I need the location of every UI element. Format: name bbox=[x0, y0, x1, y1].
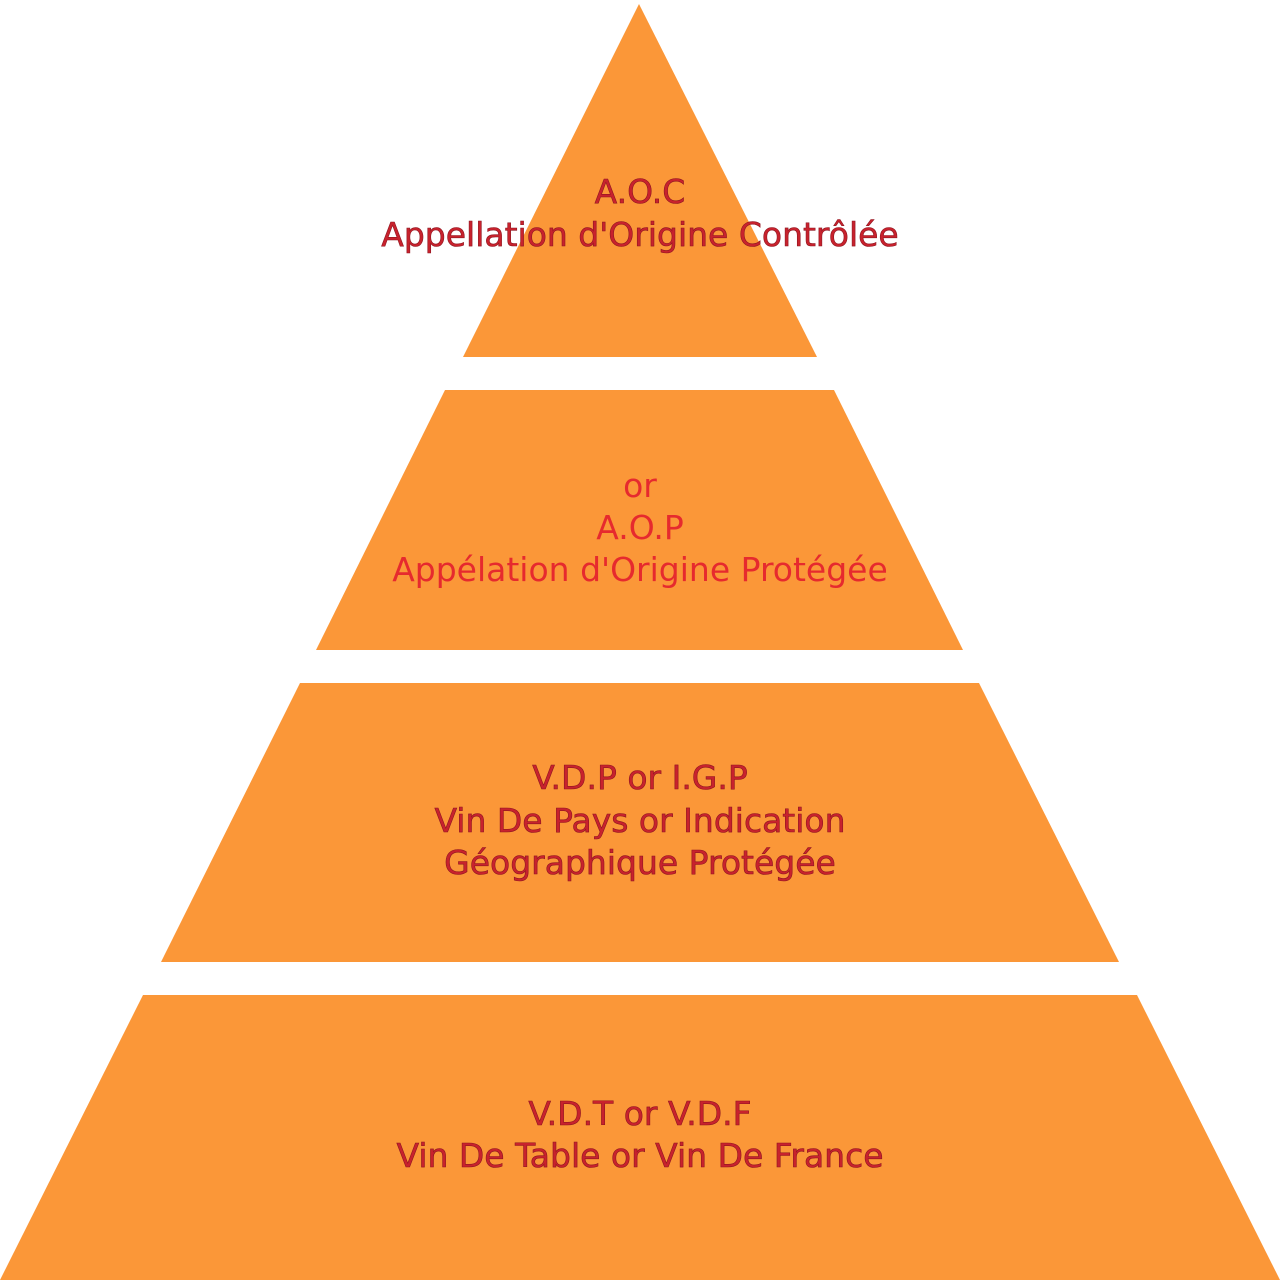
tier-vdt-vdf-line-1: V.D.T or V.D.F bbox=[528, 1094, 751, 1133]
tier-aoc bbox=[463, 4, 817, 357]
tier-vdp-igp-line-1: V.D.P or I.G.P bbox=[532, 758, 748, 797]
tier-aop-line-3: Appélation d'Origine Protégée bbox=[392, 550, 888, 589]
tier-vdt-vdf-line-2: Vin De Table or Vin De France bbox=[396, 1136, 883, 1175]
tier-aop-line-2: A.O.P bbox=[596, 508, 684, 547]
tier-vdt-vdf bbox=[0, 995, 1280, 1280]
tier-aoc-line-2: Appellation d'Origine Contrôlée bbox=[381, 215, 898, 254]
tier-vdp-igp-line-2: Vin De Pays or Indication bbox=[434, 801, 845, 840]
tier-vdp-igp-line-3: Géographique Protégée bbox=[444, 843, 836, 882]
tier-aop-line-1: or bbox=[623, 466, 657, 505]
tier-aoc-shape bbox=[463, 4, 817, 357]
tier-vdt-vdf-shape bbox=[0, 995, 1280, 1280]
tier-vdp-igp-shape bbox=[161, 683, 1119, 962]
tier-aoc-line-1: A.O.C bbox=[595, 172, 686, 211]
tier-aop-shape bbox=[316, 390, 963, 650]
tier-aop bbox=[316, 390, 963, 650]
tier-vdp-igp bbox=[161, 683, 1119, 962]
